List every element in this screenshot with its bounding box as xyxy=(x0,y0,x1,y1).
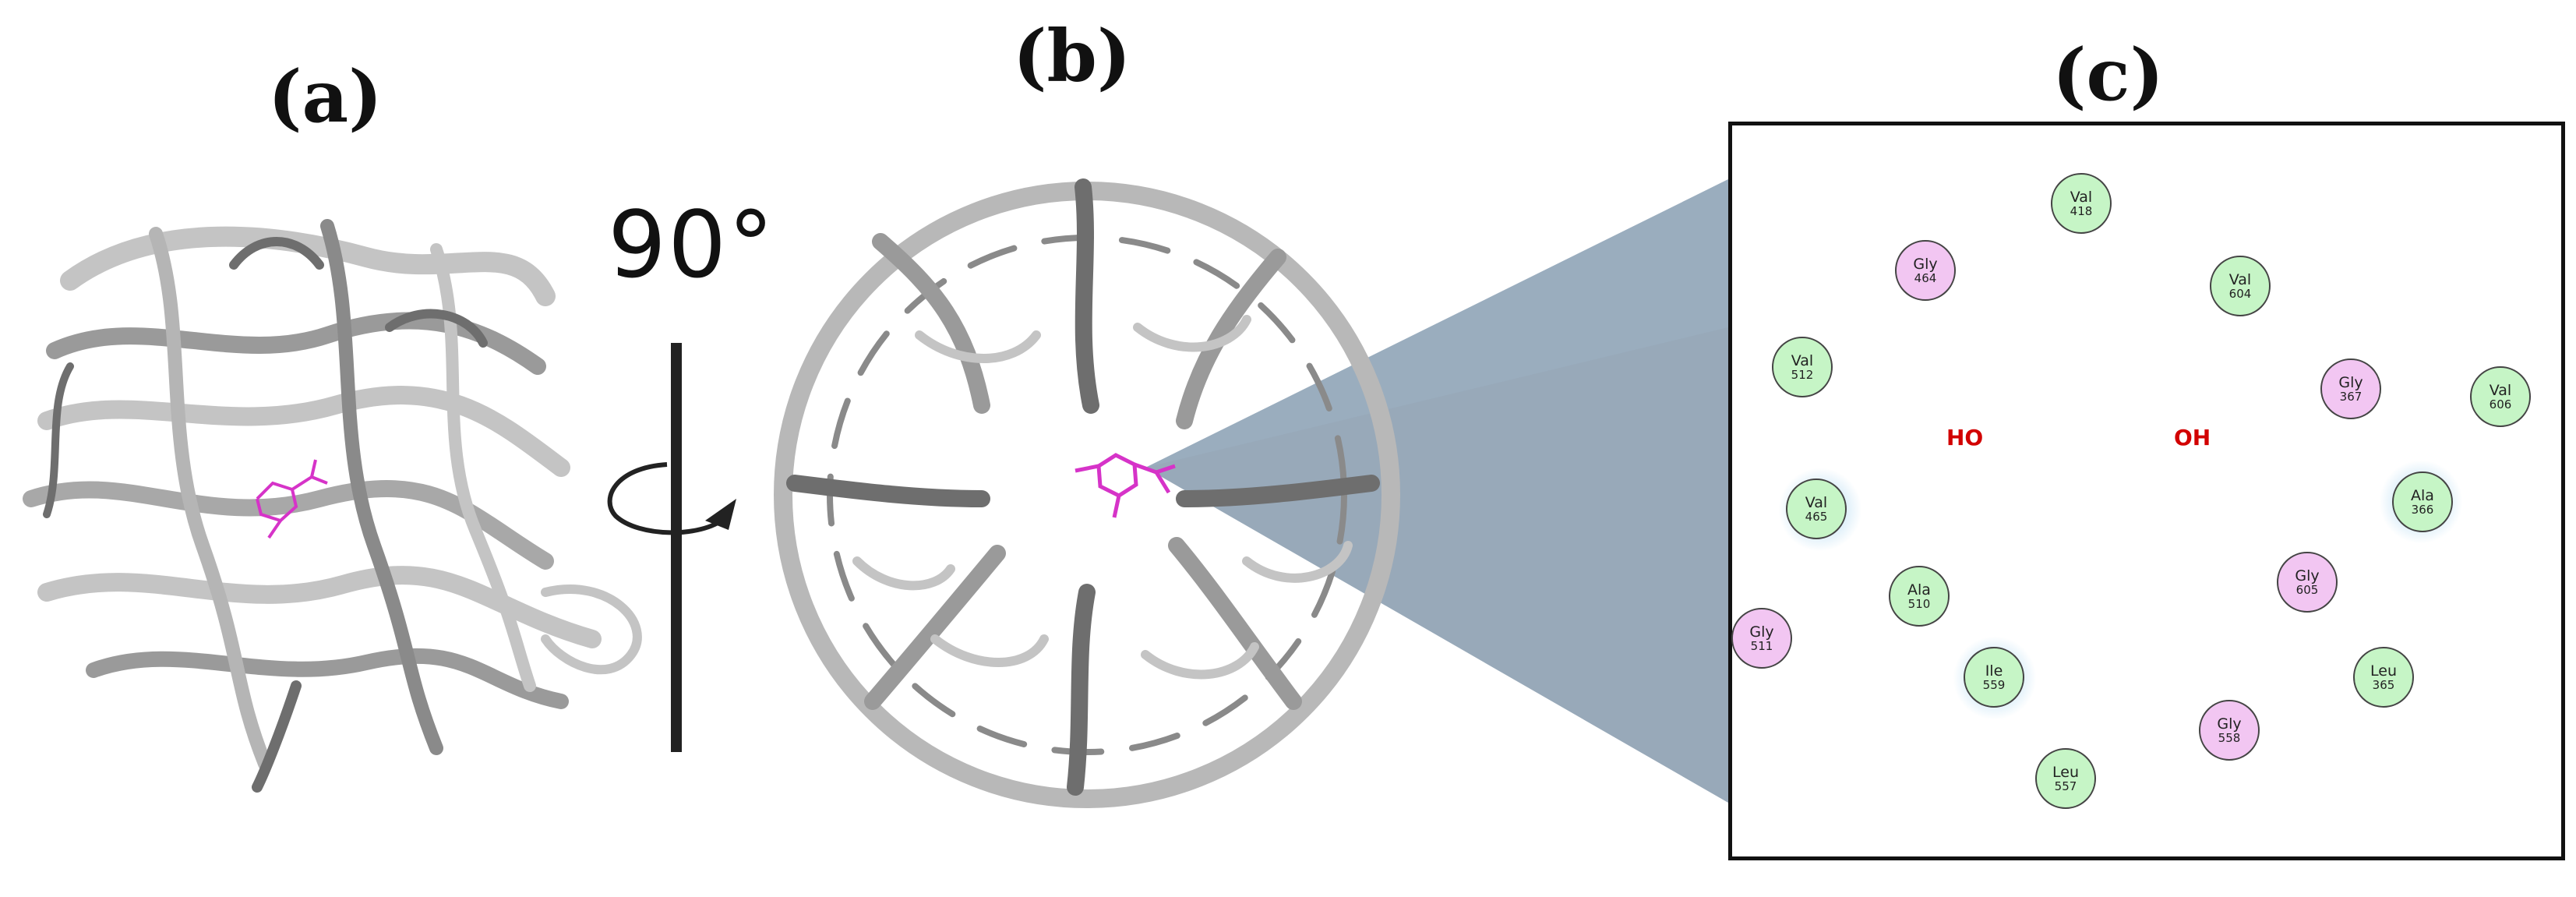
residue-name: Leu xyxy=(2370,662,2397,680)
residue-name: Ile xyxy=(1985,662,2003,680)
residue-number: 418 xyxy=(2070,204,2093,218)
residue-number: 465 xyxy=(1805,510,1828,524)
residue-number: 366 xyxy=(2411,503,2434,517)
residue-number: 512 xyxy=(1791,368,1814,382)
residue-name: Gly xyxy=(2295,567,2320,584)
residue-name: Leu xyxy=(2052,764,2079,781)
residue-name: Gly xyxy=(2338,374,2363,391)
rotation-arrowhead xyxy=(705,499,736,530)
residue-name: Val xyxy=(2070,189,2093,206)
protein-structure-top-view xyxy=(774,178,1400,808)
hydroxyl-label-left: HO xyxy=(1946,425,1984,450)
residue-name: Gly xyxy=(1749,623,1774,641)
residue-name: Val xyxy=(1805,494,1828,511)
residue-number: 510 xyxy=(1907,597,1931,611)
protein-structure-side-view xyxy=(23,219,642,793)
residue-number: 606 xyxy=(2489,397,2512,411)
residue-number: 604 xyxy=(2228,287,2252,301)
residue-number: 367 xyxy=(2339,390,2363,404)
residue-number: 557 xyxy=(2054,779,2077,793)
residue-name: Ala xyxy=(2411,487,2434,504)
residue-name: Gly xyxy=(1913,256,1938,273)
residue-number: 511 xyxy=(1750,639,1773,653)
rotation-arrow xyxy=(607,462,726,535)
residue-name: Val xyxy=(2489,382,2512,399)
residue-name: Gly xyxy=(2217,715,2242,733)
panel-label-b: (b) xyxy=(1013,14,1131,98)
zoom-cone xyxy=(1145,179,1728,803)
panel-label-c: (c) xyxy=(2052,33,2165,117)
residue-number: 559 xyxy=(1982,678,2006,692)
ligand-top-view xyxy=(1075,453,1176,518)
residue-name: Ala xyxy=(1907,581,1931,599)
residue-number: 558 xyxy=(2218,731,2241,745)
panel-label-a: (a) xyxy=(268,55,383,139)
residue-number: 605 xyxy=(2295,583,2319,597)
residue-name: Val xyxy=(2228,271,2252,288)
residue-name: Val xyxy=(1791,352,1814,369)
rotation-label: 90° xyxy=(608,191,776,298)
hydroxyl-label-right: OH xyxy=(2174,425,2211,450)
residue-number: 464 xyxy=(1914,271,1937,285)
zoom-cone-highlight xyxy=(1145,179,1728,468)
residue-number: 365 xyxy=(2372,678,2395,692)
ligand-side-view xyxy=(256,459,328,539)
